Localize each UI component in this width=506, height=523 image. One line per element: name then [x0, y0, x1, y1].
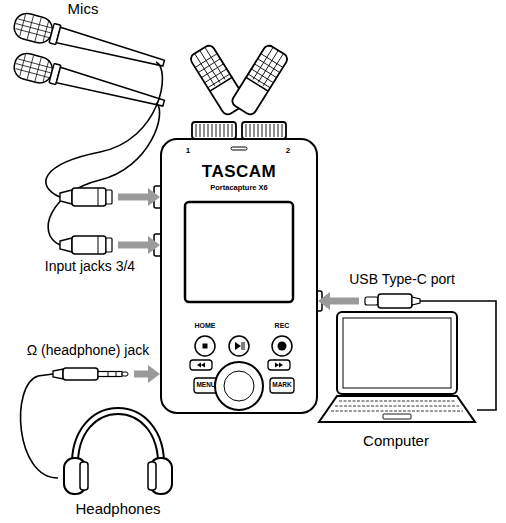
- cable-connector: [48, 103, 160, 254]
- headphones: Headphones: [58, 396, 178, 521]
- node-title: TASCAM: [160, 162, 318, 182]
- arrow-head: [318, 292, 330, 310]
- xlr-plug: [60, 188, 112, 206]
- channel-number: 2: [286, 146, 290, 155]
- cable-connector: [46, 62, 163, 206]
- arrow-head: [148, 365, 160, 383]
- button-label: MENU: [196, 381, 215, 388]
- jack-label: Input jacks 3/4: [45, 258, 135, 274]
- node-title: Mics: [10, 0, 156, 17]
- cable: [21, 374, 58, 478]
- button-label: HOME: [195, 322, 216, 330]
- port-label: USB Type-C port: [349, 271, 455, 287]
- channel-number: 1: [186, 146, 190, 155]
- usb-c-plug: [365, 294, 420, 308]
- phone-plug: [53, 368, 128, 380]
- mics-group: Mics: [10, 0, 156, 110]
- capsule-left: [189, 43, 248, 116]
- button-label: MARK: [272, 381, 292, 388]
- capsule-base: [192, 122, 286, 139]
- computer: Computer: [315, 310, 477, 460]
- node-subtitle: Portacapture X6: [160, 184, 318, 193]
- cable-connector: [318, 292, 496, 410]
- arrow-head: [148, 188, 160, 206]
- node-title: Computer: [315, 432, 477, 449]
- arrow-shaft: [134, 371, 148, 378]
- jack-label: Ω (headphone) jack: [27, 342, 150, 358]
- xlr-plug: [60, 236, 112, 254]
- button-label: REC: [275, 322, 290, 330]
- node-title: Headphones: [58, 500, 178, 517]
- cable: [46, 62, 163, 197]
- arrow-shaft: [118, 194, 148, 201]
- cable-connector: [21, 365, 160, 478]
- cable: [48, 103, 159, 245]
- recorder-device: TASCAM Portacapture X6: [160, 138, 318, 414]
- arrow-shaft: [330, 298, 359, 305]
- capsule-right: [230, 43, 289, 116]
- arrow-shaft: [118, 242, 148, 249]
- cable: [420, 301, 496, 410]
- arrow-head: [148, 236, 160, 254]
